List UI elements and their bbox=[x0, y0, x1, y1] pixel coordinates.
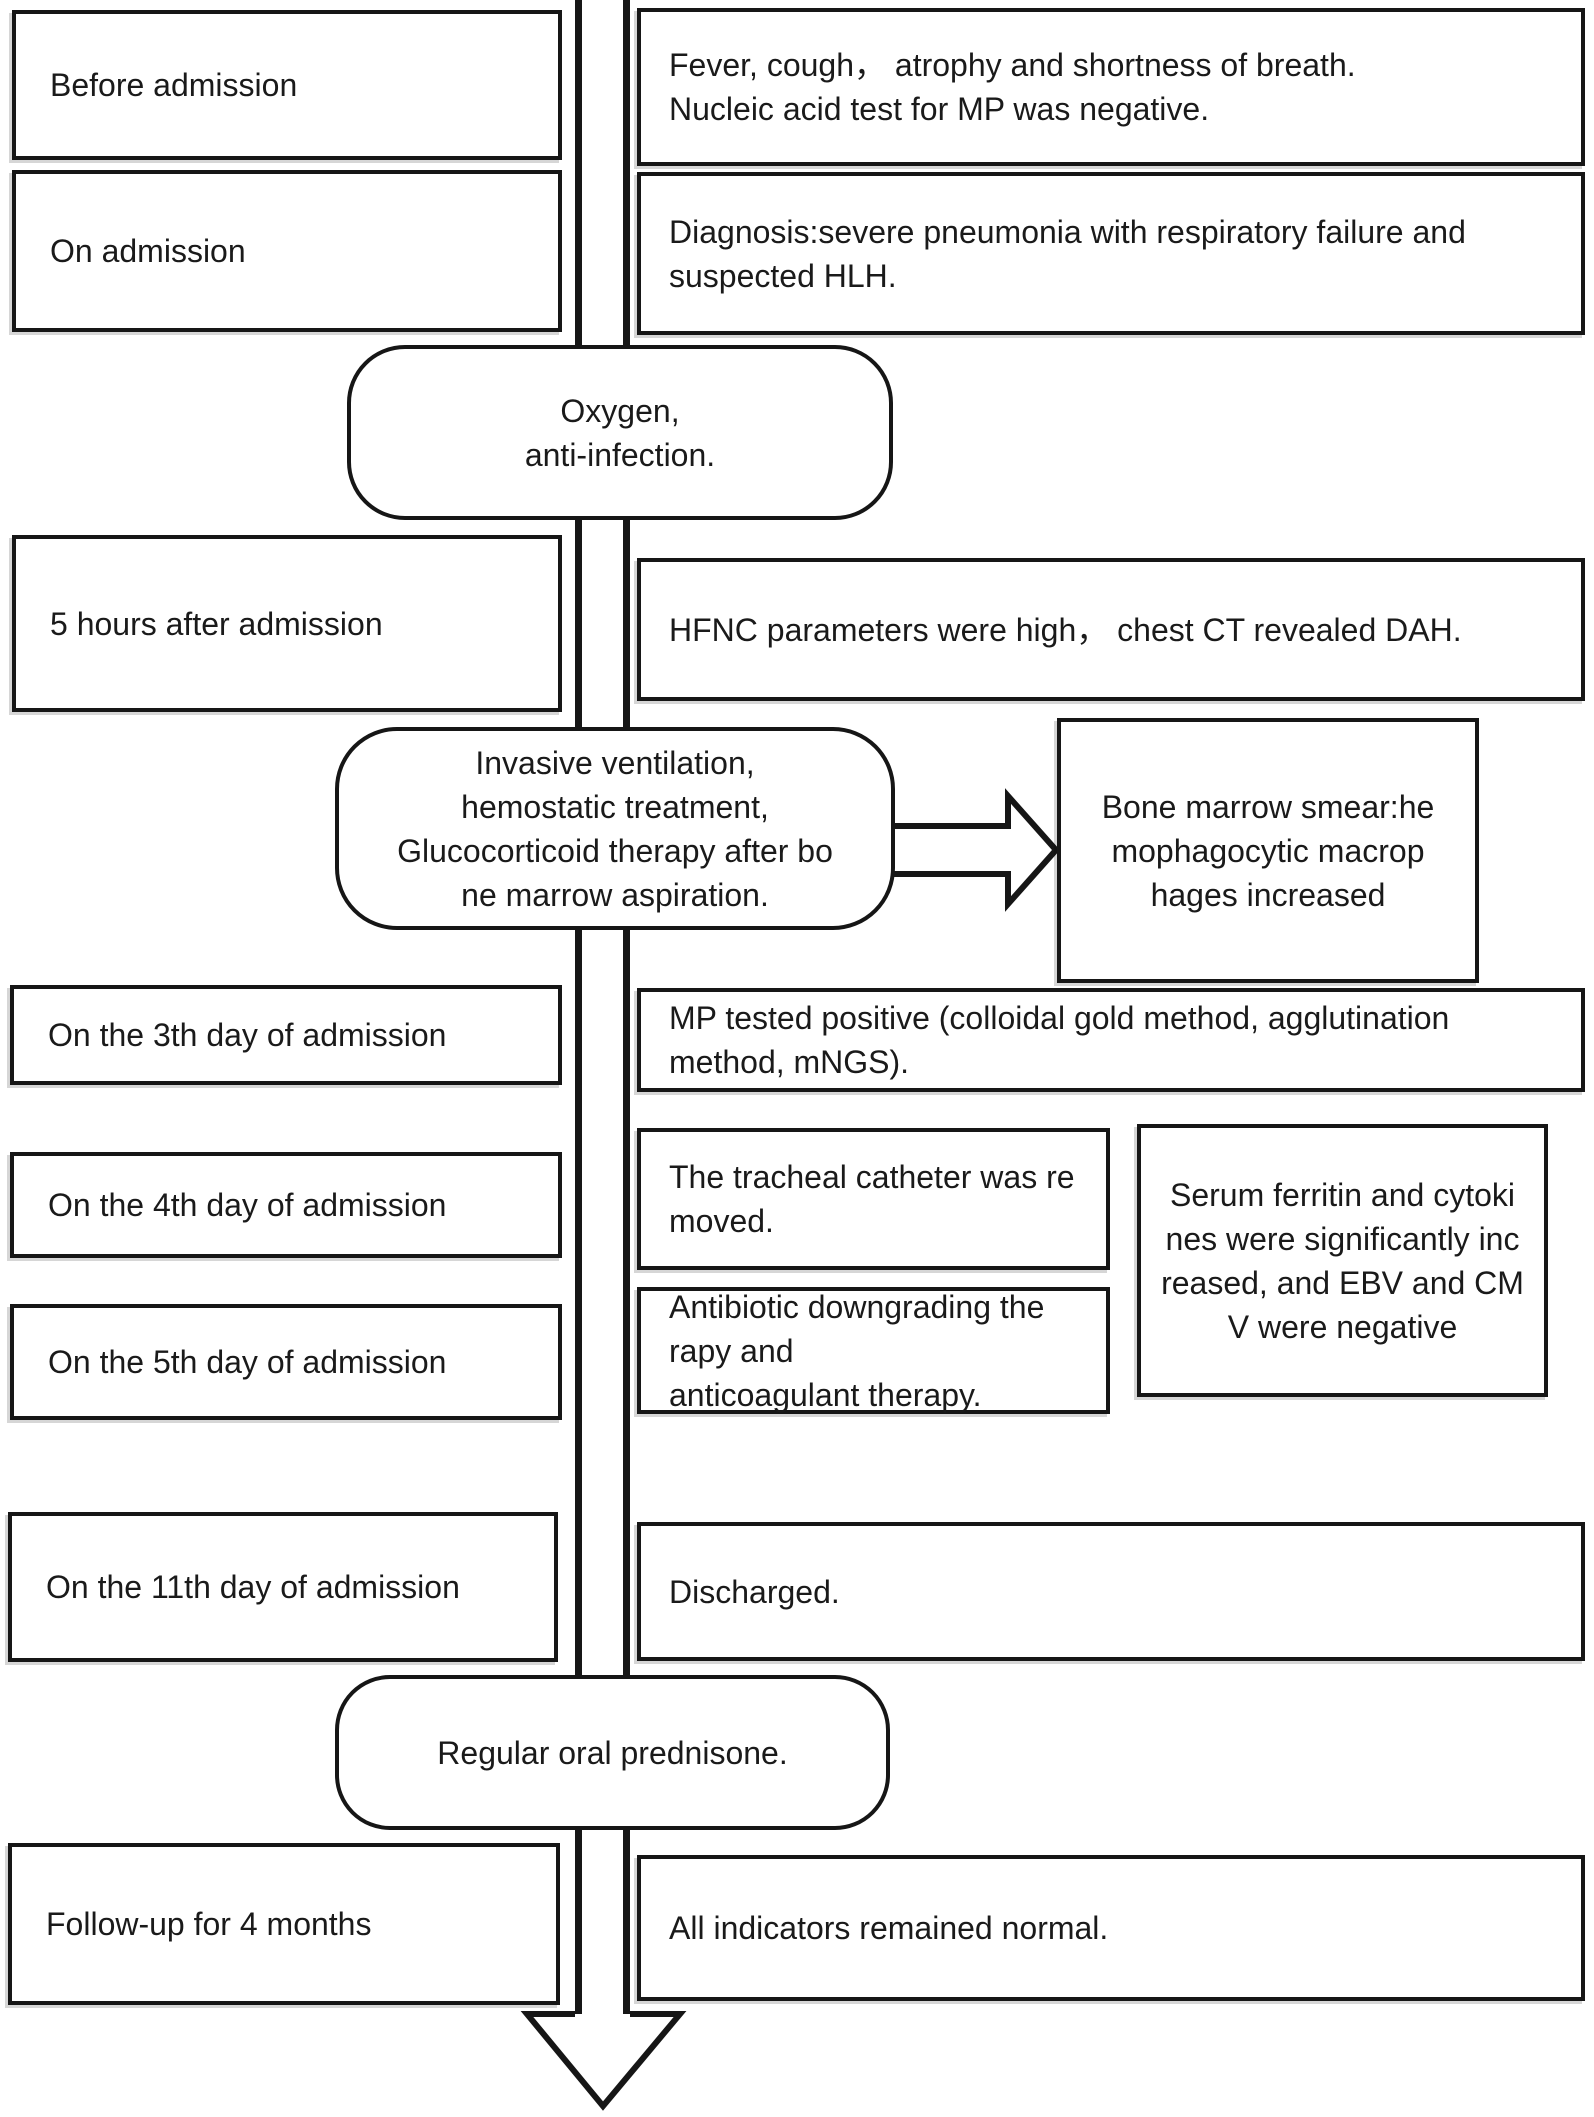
finding-text: Bone marrow smear:he mophagocytic macrop… bbox=[1101, 788, 1435, 913]
timeline-label: Before admission bbox=[50, 67, 298, 103]
finding-box-serum-ferritin: Serum ferritin and cytoki nes were signi… bbox=[1137, 1124, 1548, 1397]
timeline-box-day-4: On the 4th day of admission bbox=[10, 1152, 562, 1258]
event-box-catheter-removed: The tracheal catheter was re moved. bbox=[637, 1128, 1110, 1270]
finding-box-bone-marrow: Bone marrow smear:he mophagocytic macrop… bbox=[1057, 718, 1479, 983]
timeline-box-follow-up: Follow-up for 4 months bbox=[8, 1843, 560, 2005]
event-box-antibiotic-downgrade: Antibiotic downgrading the rapy and anti… bbox=[637, 1287, 1110, 1414]
timeline-label: 5 hours after admission bbox=[50, 605, 383, 642]
event-text: Antibiotic downgrading the rapy and anti… bbox=[669, 1288, 1045, 1413]
event-text: Discharged. bbox=[669, 1573, 840, 1610]
timeline-shaft-line-left bbox=[575, 0, 582, 2014]
timeline-label: Follow-up for 4 months bbox=[46, 1906, 372, 1942]
event-box-diagnosis: Diagnosis:severe pneumonia with respirat… bbox=[637, 172, 1585, 335]
timeline-label: On the 5th day of admission bbox=[48, 1344, 447, 1380]
down-arrowhead-icon bbox=[520, 2011, 687, 2111]
timeline-box-day-3: On the 3th day of admission bbox=[10, 985, 562, 1085]
event-box-discharged: Discharged. bbox=[637, 1522, 1585, 1661]
timeline-box-5-hours: 5 hours after admission bbox=[12, 535, 562, 712]
treatment-node-invasive-ventilation: Invasive ventilation, hemostatic treatme… bbox=[335, 727, 895, 930]
event-text: All indicators remained normal. bbox=[669, 1910, 1109, 1946]
event-text: HFNC parameters were high， chest CT reve… bbox=[669, 611, 1462, 648]
event-box-hfnc: HFNC parameters were high， chest CT reve… bbox=[637, 558, 1585, 701]
timeline-label: On the 4th day of admission bbox=[48, 1187, 447, 1223]
timeline-box-before-admission: Before admission bbox=[12, 10, 562, 160]
timeline-box-day-5: On the 5th day of admission bbox=[10, 1304, 562, 1420]
timeline-label: On the 11th day of admission bbox=[46, 1569, 460, 1605]
event-box-mp-positive: MP tested positive (colloidal gold metho… bbox=[637, 988, 1585, 1092]
treatment-text: Oxygen, anti-infection. bbox=[524, 392, 716, 473]
treatment-node-oxygen: Oxygen, anti-infection. bbox=[347, 345, 893, 520]
event-text: The tracheal catheter was re moved. bbox=[669, 1159, 1075, 1239]
event-text: Diagnosis:severe pneumonia with respirat… bbox=[669, 213, 1466, 294]
finding-text: Serum ferritin and cytoki nes were signi… bbox=[1161, 1176, 1524, 1345]
treatment-node-prednisone: Regular oral prednisone. bbox=[335, 1675, 890, 1830]
timeline-box-day-11: On the 11th day of admission bbox=[8, 1512, 558, 1662]
timeline-label: On the 3th day of admission bbox=[48, 1017, 447, 1053]
treatment-text: Invasive ventilation, hemostatic treatme… bbox=[397, 744, 833, 913]
timeline-label: On admission bbox=[50, 233, 246, 269]
event-box-symptoms: Fever, cough， atrophy and shortness of b… bbox=[637, 8, 1585, 166]
treatment-text: Regular oral prednisone. bbox=[437, 1734, 788, 1771]
timeline-box-on-admission: On admission bbox=[12, 170, 562, 332]
event-box-indicators-normal: All indicators remained normal. bbox=[637, 1855, 1585, 2001]
right-block-arrow-icon bbox=[893, 788, 1061, 912]
timeline-shaft-line-right bbox=[623, 0, 630, 2014]
event-text: MP tested positive (colloidal gold metho… bbox=[669, 1000, 1450, 1080]
event-text: Fever, cough， atrophy and shortness of b… bbox=[669, 47, 1356, 127]
